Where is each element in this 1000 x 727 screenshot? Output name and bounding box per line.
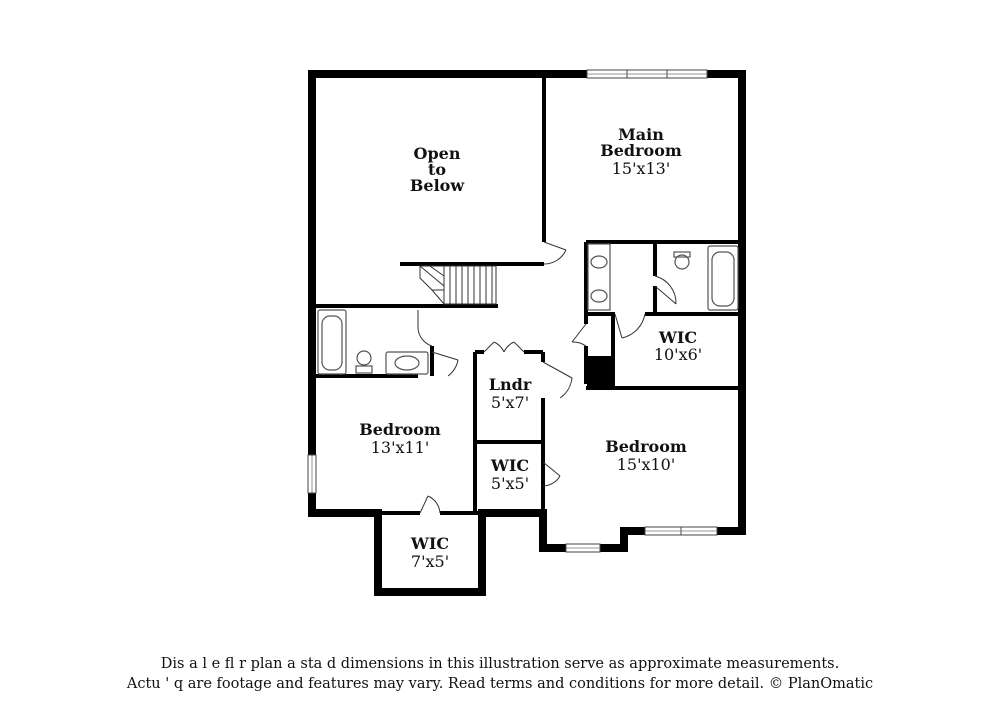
open-to-below-label-2: to <box>428 160 446 179</box>
wic-main-dim: 10'x6' <box>654 345 702 364</box>
wic-main-label: WIC <box>658 328 697 347</box>
wic-small-label: WIC <box>490 456 529 475</box>
laundry-label: Lndr <box>489 375 532 394</box>
bedroom-right-dim: 15'x10' <box>617 455 676 474</box>
main-bedroom-label-1: Main <box>618 125 664 144</box>
disclaimer-line-1: Dis a l e fl r plan a sta d dimensions i… <box>160 656 840 672</box>
open-to-below-label-1: Open <box>414 144 461 163</box>
windows <box>307 69 718 553</box>
wic-bottom-dim: 7'x5' <box>411 552 449 571</box>
interior-walls <box>314 76 740 515</box>
laundry-dim: 5'x7' <box>491 393 529 412</box>
bath-fixtures <box>317 243 739 375</box>
disclaimer-line-2: Actu ' q are footage and features may va… <box>126 676 874 692</box>
doors <box>417 241 677 514</box>
wic-small-dim: 5'x5' <box>491 474 529 493</box>
main-bedroom-dim: 15'x13' <box>612 159 671 178</box>
open-to-below-label-3: Below <box>410 176 465 195</box>
chase-block <box>587 356 613 386</box>
bedroom-left-label: Bedroom <box>359 420 441 439</box>
room-labels: Open to Below Main Bedroom 15'x13' WIC 1… <box>359 125 702 571</box>
floor-plan: Open to Below Main Bedroom 15'x13' WIC 1… <box>307 69 746 596</box>
stairs <box>419 265 497 306</box>
bedroom-left-dim: 13'x11' <box>371 438 430 457</box>
main-bedroom-label-2: Bedroom <box>600 141 682 160</box>
bedroom-right-label: Bedroom <box>605 437 687 456</box>
wic-bottom-label: WIC <box>410 534 449 553</box>
